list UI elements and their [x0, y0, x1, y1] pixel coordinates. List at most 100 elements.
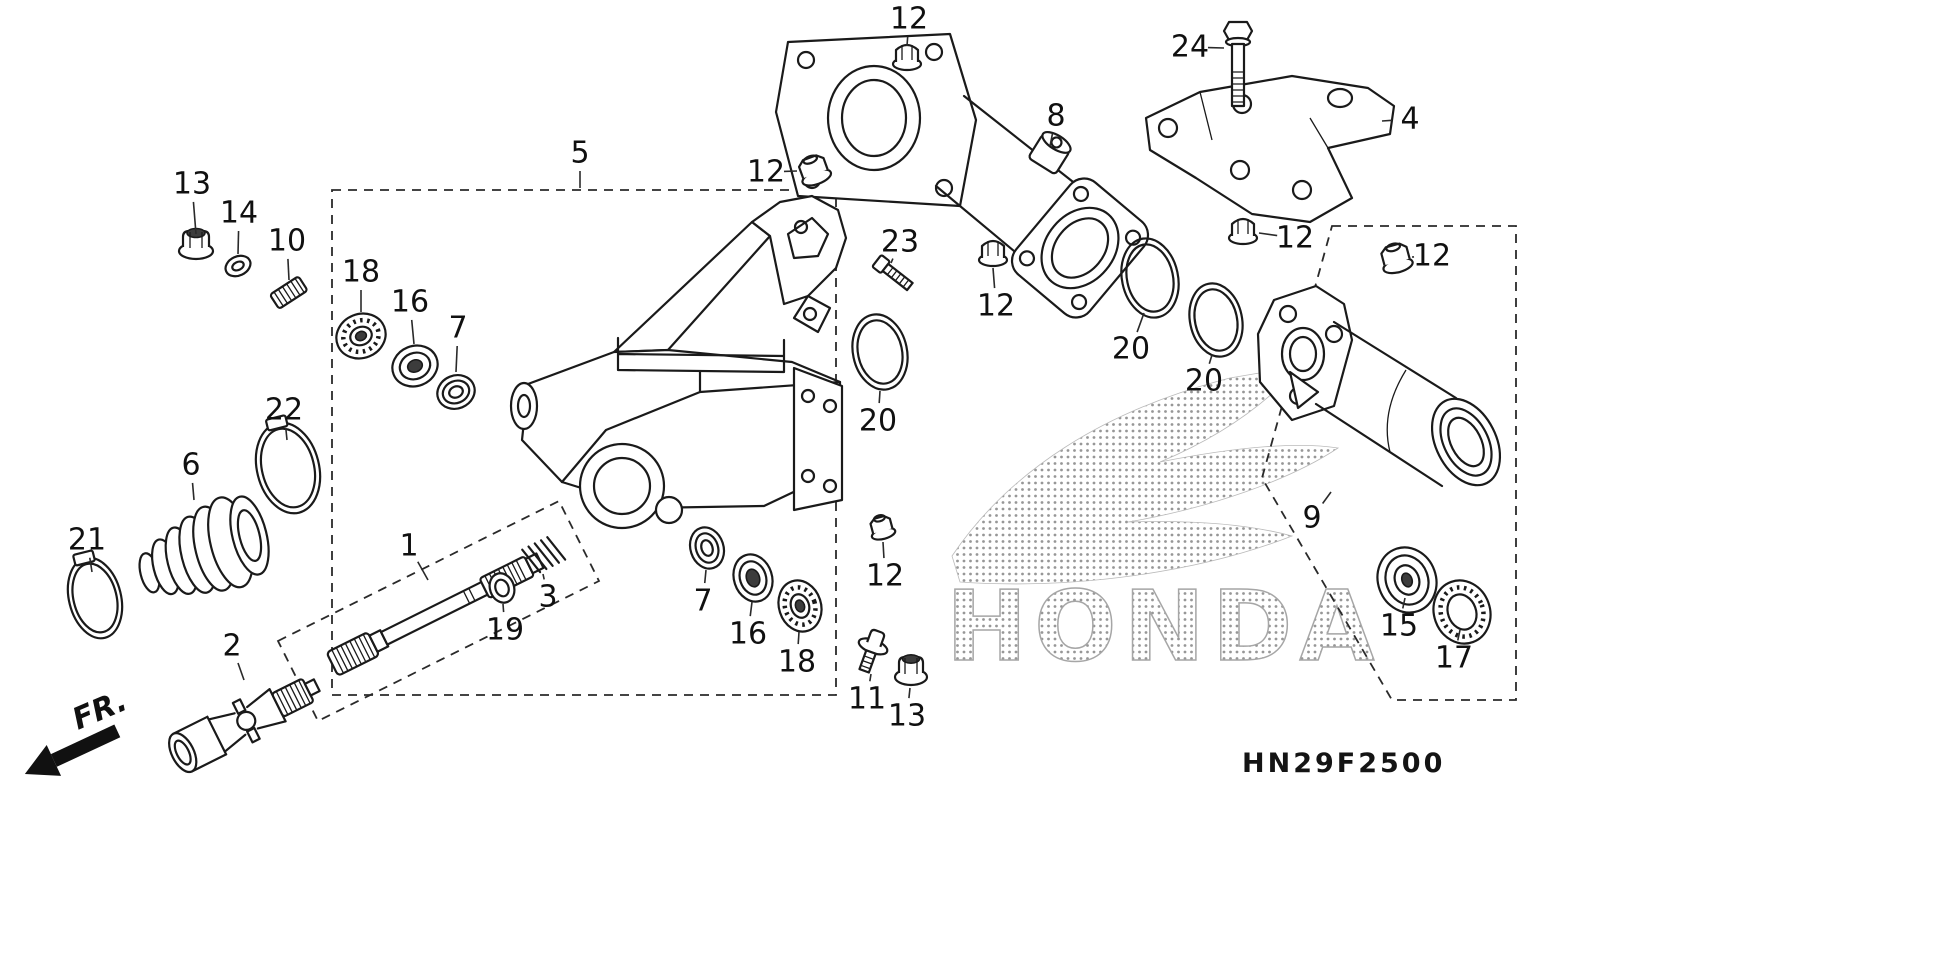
part-callout-5: 5 [570, 136, 590, 188]
callout-number: 23 [881, 225, 919, 260]
callout-leader-line [410, 319, 415, 345]
part-callout-9: 9 [1302, 491, 1332, 536]
callout-leader-line [890, 258, 894, 264]
callout-number: 11 [848, 682, 886, 717]
part-callout-14: 14 [220, 196, 258, 255]
part-callout-20: 20 [859, 390, 897, 439]
group-box-outlines [276, 189, 1517, 723]
callout-number: 12 [890, 2, 928, 37]
part-mount-boss-8 [1028, 130, 1072, 175]
callout-leader-line [1381, 119, 1393, 122]
callout-leader-line [1321, 491, 1332, 504]
part-callout-18: 18 [342, 255, 380, 312]
part-callout-12: 12 [747, 155, 798, 190]
callout-number: 5 [570, 136, 589, 171]
callout-leader-line [878, 390, 881, 404]
part-cap-nut-12-top [891, 43, 923, 72]
part-o-ring-20-c [1188, 282, 1244, 358]
group-box-5 [331, 189, 837, 696]
callout-leader-line [797, 631, 800, 645]
part-flange-nut-13-right [893, 653, 929, 687]
callout-number: 8 [1046, 99, 1065, 134]
callout-leader-line [1401, 597, 1406, 609]
part-callout-12: 12 [977, 267, 1015, 324]
callout-number: 22 [265, 393, 303, 428]
part-callout-20: 20 [1112, 312, 1150, 367]
part-band-22 [254, 414, 322, 515]
honda-watermark-text: HONDA [946, 570, 1381, 683]
part-callout-10: 10 [268, 224, 306, 281]
part-collar-19 [488, 572, 516, 604]
part-bearing-16-left [391, 344, 439, 388]
callout-number: 16 [729, 617, 767, 652]
callout-leader-line [703, 569, 707, 584]
part-callout-8: 8 [1046, 99, 1066, 147]
part-bearing-16-right [732, 553, 774, 603]
callout-number: 20 [859, 404, 897, 439]
callout-number: 19 [486, 613, 524, 648]
honda-watermark: HONDA [945, 365, 1381, 684]
callout-leader-line [417, 561, 429, 581]
part-cap-nut-12-mid [977, 239, 1009, 268]
part-callout-11: 11 [848, 673, 886, 717]
callout-number: 12 [977, 289, 1015, 324]
part-callout-20: 20 [1185, 354, 1223, 399]
callout-number: 18 [778, 645, 816, 680]
part-seal-17 [1432, 579, 1492, 645]
part-o-ring-20-a [1120, 237, 1180, 319]
part-callout-18: 18 [778, 631, 816, 680]
part-bolt-11 [857, 628, 889, 674]
callout-leader-line [749, 601, 753, 617]
part-callout-12: 12 [890, 2, 928, 47]
fr-arrow-icon [24, 724, 121, 776]
callout-leader-line [869, 673, 872, 682]
part-joint-tube-9 [1256, 284, 1502, 488]
part-callout-6: 6 [181, 448, 201, 501]
callout-leader-line [284, 427, 288, 441]
callout-leader-line [882, 541, 885, 559]
callout-number: 13 [173, 167, 211, 202]
callout-leader-line [88, 557, 93, 573]
part-fitting-10 [269, 276, 308, 309]
callout-leader-line [287, 258, 290, 281]
part-swingarm [509, 194, 848, 530]
part-cap-nut-12-bracket [1227, 217, 1259, 246]
group-box-right [1261, 225, 1517, 701]
group-box-shaft [276, 499, 601, 723]
callout-number: 7 [448, 311, 467, 346]
callout-number: 2 [222, 629, 241, 664]
part-callout-13: 13 [888, 687, 926, 734]
callout-leader-line [192, 201, 197, 235]
callout-leader-line [1208, 354, 1213, 365]
part-hex-nut-12-flange [797, 154, 833, 187]
callout-number: 3 [538, 580, 557, 615]
part-seal-7-left [436, 374, 476, 410]
part-bearing-18-right [777, 579, 823, 633]
part-callout-12: 12 [1258, 221, 1314, 256]
callout-number: 17 [1435, 641, 1473, 676]
part-bolt-23 [871, 254, 914, 292]
part-callout-16: 16 [391, 285, 429, 345]
part-callout-3: 3 [538, 573, 558, 615]
diagram-code: HN29F2500 [1242, 748, 1445, 779]
part-callout-15: 15 [1380, 597, 1418, 644]
part-callout-12: 12 [1411, 239, 1451, 274]
callout-leader-line [1136, 312, 1145, 333]
callout-number: 20 [1185, 364, 1223, 399]
part-callout-7: 7 [448, 311, 468, 373]
part-bolt-24 [1222, 20, 1254, 108]
callout-leader-line [455, 345, 458, 373]
callout-leader-line [1456, 629, 1461, 641]
callout-leader-line [237, 230, 240, 255]
callout-number: 12 [1413, 239, 1451, 274]
callout-number: 24 [1171, 30, 1209, 65]
callout-leader-line [1049, 133, 1054, 147]
part-gear-case-tube [774, 32, 1150, 319]
callout-number: 7 [693, 584, 712, 619]
callout-number: 4 [1400, 102, 1419, 137]
callout-number: 9 [1302, 501, 1321, 536]
callout-leader-line [908, 687, 911, 699]
callout-number: 21 [68, 523, 106, 558]
part-callout-19: 19 [486, 603, 524, 648]
